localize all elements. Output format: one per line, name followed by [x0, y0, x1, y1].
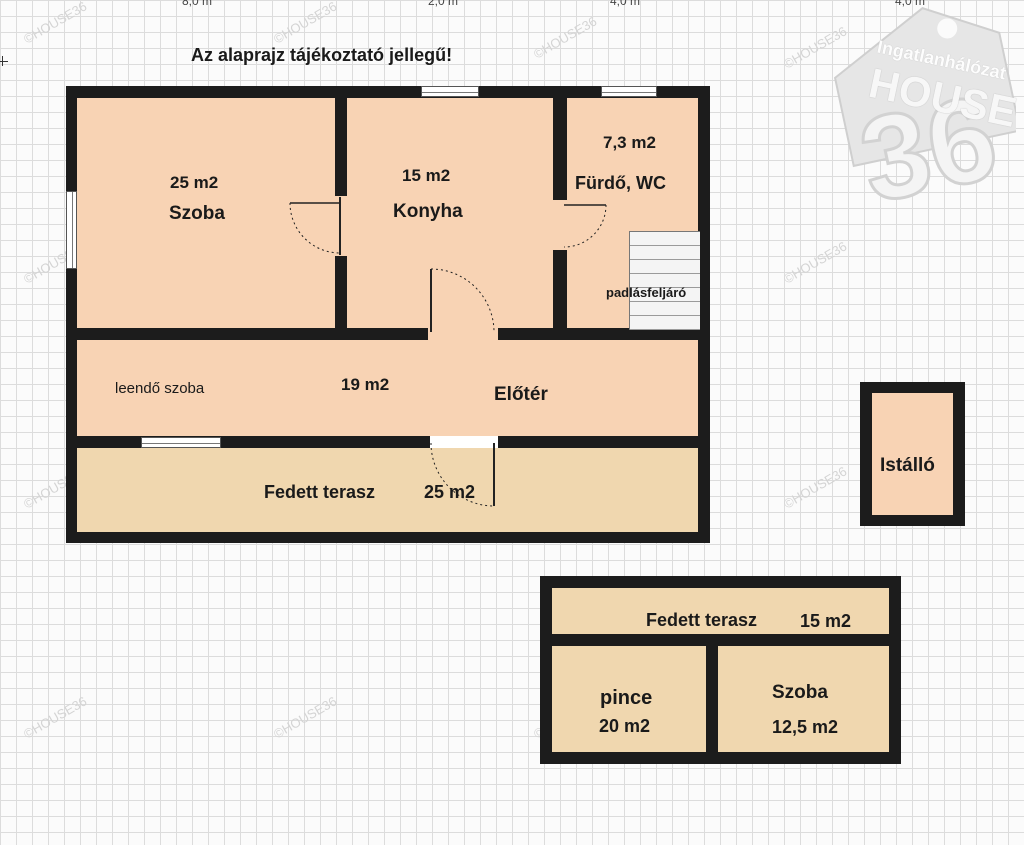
room-istallo [872, 393, 953, 515]
pince-area: 20 m2 [599, 716, 651, 736]
window [421, 86, 479, 97]
terasz-area: 25 m2 [424, 482, 476, 502]
scale-label-4: 4,0 m [895, 0, 926, 8]
window [141, 437, 221, 448]
konyha-area: 15 m2 [402, 166, 451, 185]
house36-logo: 36 Ingatlanhálózat HOUSE 36 [816, 2, 1022, 262]
furdo-name: Fürdő, WC [575, 173, 666, 193]
watermark-small: ©HOUSE36 [780, 463, 850, 512]
doorway [428, 328, 498, 340]
room-konyha [347, 98, 553, 328]
scale-label-3: 4,0 m [610, 0, 641, 8]
szoba2-area: 12,5 m2 [772, 717, 839, 737]
house-logo-icon: 36 [833, 7, 1022, 230]
door-swing-icon [563, 204, 607, 248]
stairs-label: padlásfeljáró [606, 285, 687, 300]
room-fedett-terasz-2 [552, 588, 889, 634]
watermark-small: ©HOUSE36 [270, 0, 340, 47]
szoba2-name: Szoba [772, 682, 828, 703]
szoba-area: 25 m2 [170, 173, 219, 192]
eloter-note: leendő szoba [115, 380, 205, 397]
eloter-name: Előtér [494, 384, 548, 405]
doorway [430, 436, 498, 448]
door-swing-icon [430, 268, 495, 333]
crosshair-icon [0, 56, 10, 68]
disclaimer-title: Az alaprajz tájékoztató jellegű! [191, 45, 453, 65]
logo-number: 36 [816, 2, 817, 3]
window [601, 86, 657, 97]
watermark-small: ©HOUSE36 [530, 13, 600, 62]
room-fedett-terasz [77, 448, 698, 532]
door-swing-icon [430, 442, 495, 507]
watermark-small: ©HOUSE36 [270, 693, 340, 742]
room-eloter [77, 340, 698, 436]
window [66, 191, 77, 269]
konyha-name: Konyha [393, 201, 463, 222]
furdo-area: 7,3 m2 [603, 133, 656, 152]
watermark-small: ©HOUSE36 [20, 693, 90, 742]
stairs-icon [629, 231, 700, 330]
room-pince [552, 646, 706, 752]
doorway [553, 200, 567, 250]
scale-label-1: 8,0 m [182, 0, 213, 8]
room-szoba-2 [718, 646, 889, 752]
szoba-name: Szoba [169, 203, 225, 224]
istallo-name: Istálló [880, 455, 935, 476]
terasz2-name: Fedett terasz [646, 610, 758, 630]
terasz-name: Fedett terasz [264, 482, 376, 502]
scale-label-2: 2,0 m [428, 0, 459, 8]
watermark-small: ©HOUSE36 [20, 0, 90, 47]
pince-name: pince [600, 687, 653, 709]
terasz2-area: 15 m2 [800, 611, 852, 631]
eloter-area: 19 m2 [341, 375, 390, 394]
door-swing-icon [289, 197, 341, 255]
svg-text:36: 36 [849, 70, 1007, 229]
room-szoba [77, 98, 335, 328]
